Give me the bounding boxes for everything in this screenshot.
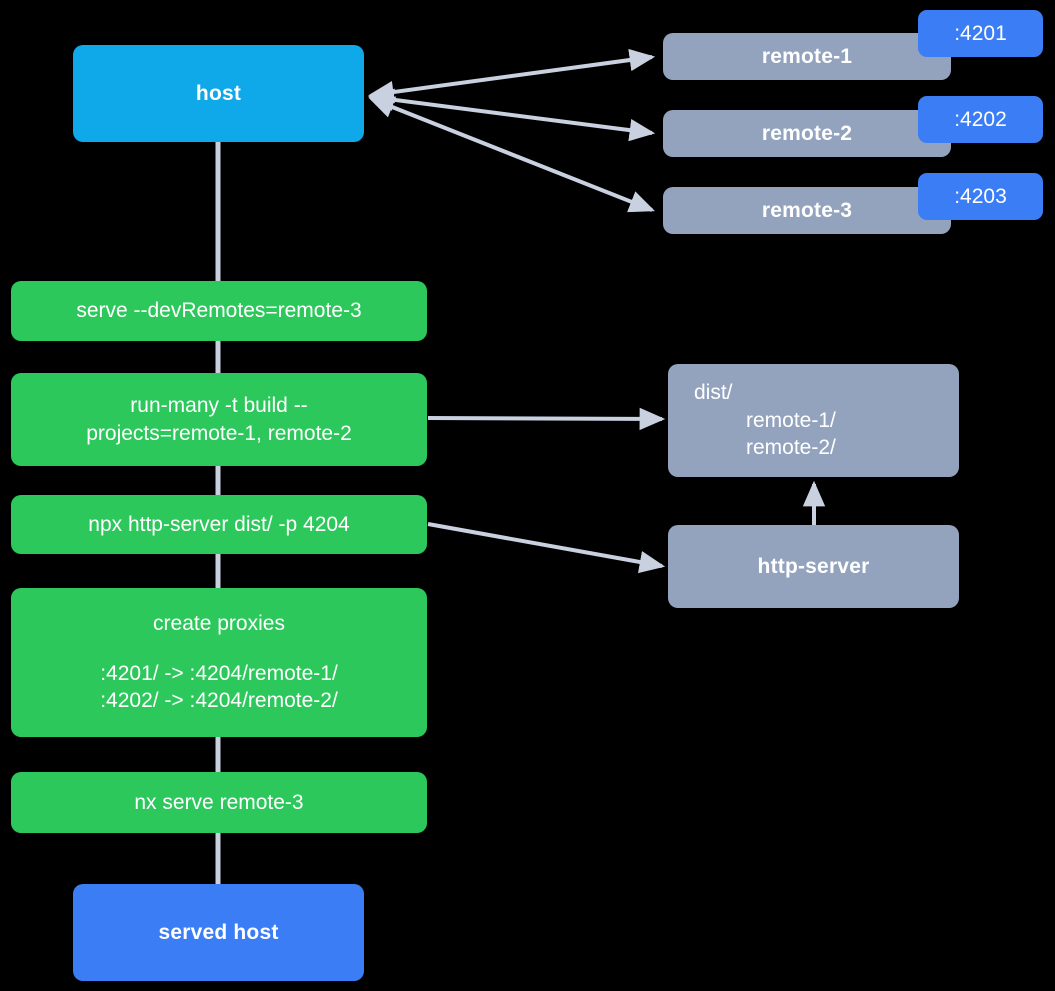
node-host-label: host — [195, 81, 242, 105]
command-create-proxies-heading: create proxies — [153, 611, 285, 635]
edge-host-remote-1 — [368, 48, 656, 104]
command-npx-http-server-label: npx http-server dist/ -p 4204 — [88, 512, 350, 536]
command-create-proxies[interactable]: create proxies :4201/ -> :4204/remote-1/… — [11, 588, 427, 737]
node-remote-1-label: remote-1 — [761, 44, 853, 68]
command-run-many-build[interactable]: run-many -t build -- projects=remote-1, … — [11, 373, 427, 466]
command-create-proxies-mapping-2: :4202/ -> :4204/remote-2/ — [100, 689, 338, 713]
port-badge-remote-1[interactable]: :4201 — [918, 10, 1043, 57]
node-dist-root-label: dist/ — [694, 380, 733, 404]
node-http-server-label: http-server — [757, 554, 870, 578]
node-host[interactable]: host — [73, 45, 364, 142]
node-remote-2-label: remote-2 — [761, 121, 853, 145]
command-serve-devremotes-label: serve --devRemotes=remote-3 — [76, 299, 362, 323]
node-remote-3[interactable]: remote-3 — [663, 187, 951, 234]
port-badge-remote-2[interactable]: :4202 — [918, 96, 1043, 143]
node-dist-folder[interactable]: dist/ remote-1/ remote-2/ — [668, 364, 959, 477]
edge-host-remote-3 — [368, 96, 655, 213]
command-run-many-build-line-1: run-many -t build -- — [130, 393, 308, 417]
node-remote-3-label: remote-3 — [761, 198, 853, 222]
node-http-server[interactable]: http-server — [668, 525, 959, 608]
command-nx-serve-remote-3-label: nx serve remote-3 — [134, 790, 304, 814]
command-serve-devremotes[interactable]: serve --devRemotes=remote-3 — [11, 281, 427, 341]
node-served-host-label: served host — [158, 920, 279, 944]
node-served-host[interactable]: served host — [73, 884, 364, 981]
node-remote-1[interactable]: remote-1 — [663, 33, 951, 80]
port-badge-remote-2-label: :4202 — [954, 107, 1007, 131]
command-create-proxies-mapping-1: :4201/ -> :4204/remote-1/ — [100, 661, 338, 685]
port-badge-remote-1-label: :4201 — [954, 21, 1007, 45]
node-dist-child-2-label: remote-2/ — [746, 436, 836, 460]
port-badge-remote-3[interactable]: :4203 — [918, 173, 1043, 220]
edge-npx-httpserver — [427, 522, 666, 574]
command-npx-http-server[interactable]: npx http-server dist/ -p 4204 — [11, 495, 427, 554]
edge-runmany-dist — [427, 407, 666, 431]
port-badge-remote-3-label: :4203 — [954, 184, 1007, 208]
command-run-many-build-line-2: projects=remote-1, remote-2 — [86, 421, 352, 445]
edge-host-remote-2 — [368, 88, 656, 142]
command-nx-serve-remote-3[interactable]: nx serve remote-3 — [11, 772, 427, 833]
node-dist-child-1-label: remote-1/ — [746, 408, 836, 432]
node-remote-2[interactable]: remote-2 — [663, 110, 951, 157]
